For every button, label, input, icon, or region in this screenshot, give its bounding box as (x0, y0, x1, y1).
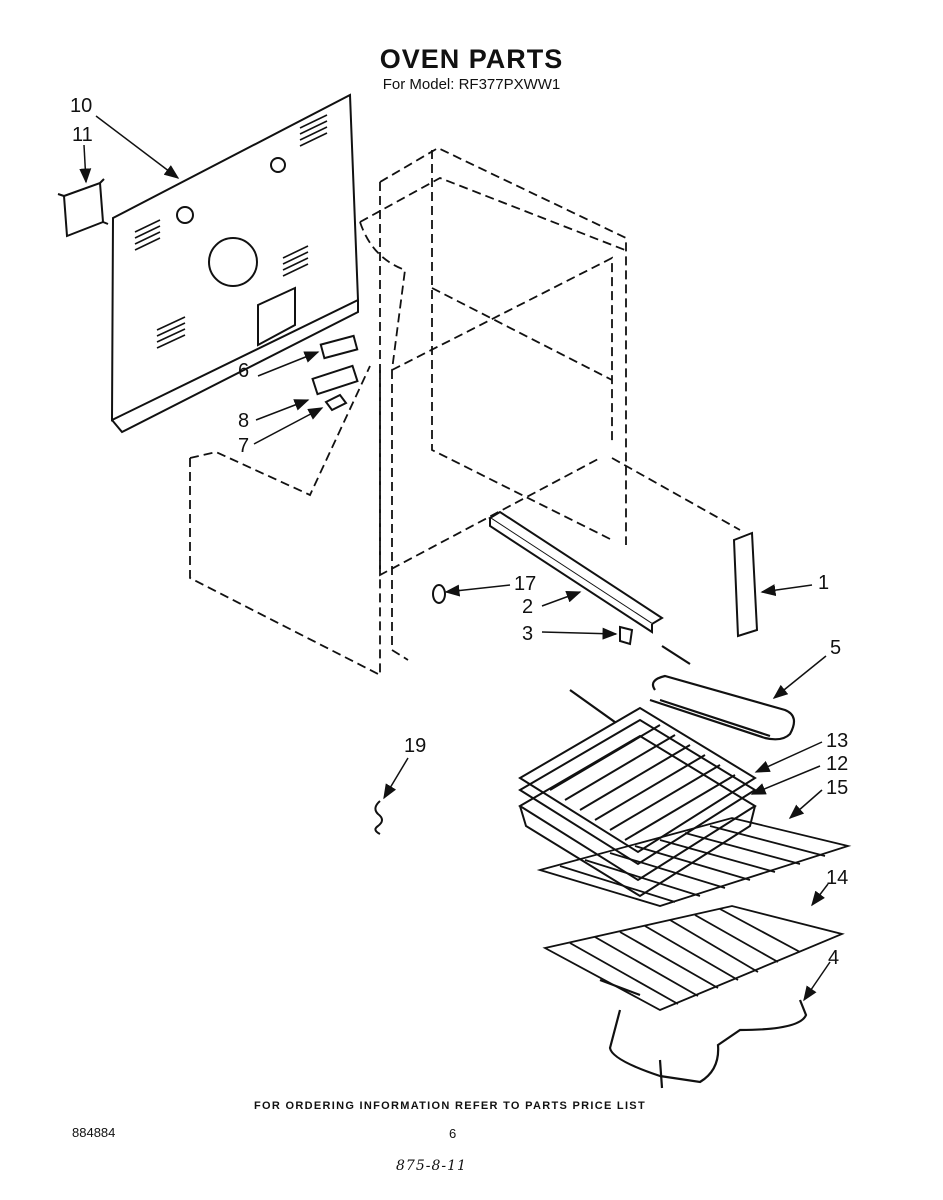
broil-element-part (599, 978, 808, 1089)
oven-rack-part (536, 817, 852, 907)
callout-13: 13 (826, 730, 848, 752)
leader-lines (79, 115, 831, 1002)
support-rail-part (488, 510, 664, 634)
ordering-note: FOR ORDERING INFORMATION REFER TO PARTS … (254, 1100, 646, 1112)
callout-8: 8 (238, 410, 249, 432)
back-panel-part (110, 93, 360, 434)
callout-17: 17 (514, 573, 536, 595)
callout-19: 19 (404, 735, 426, 757)
callout-4: 4 (828, 947, 839, 969)
bracket-part (619, 625, 634, 646)
document-number: 884884 (72, 1125, 116, 1140)
bake-element-part (569, 645, 796, 741)
broiler-grid-part (518, 706, 757, 866)
page-number: 6 (449, 1126, 457, 1141)
side-trim-part (732, 531, 759, 638)
callout-7: 7 (238, 435, 249, 457)
callout-11: 11 (72, 124, 93, 146)
model-subtitle: For Model: RF377PXWW1 (382, 76, 561, 93)
oven-rack-lower-part (542, 905, 845, 1011)
clip-part (374, 800, 383, 835)
oven-cavity-outline (189, 146, 741, 677)
callout-14: 14 (826, 867, 848, 889)
callout-12: 12 (826, 753, 848, 775)
callout-2: 2 (522, 596, 533, 618)
cover-plate-part (57, 178, 109, 238)
callout-3: 3 (522, 623, 533, 645)
terminal-block-part (311, 334, 359, 412)
callout-10: 10 (70, 95, 92, 117)
callout-5: 5 (830, 637, 841, 659)
page-title: OVEN PARTS (379, 44, 564, 74)
broiler-pan-part (518, 734, 757, 898)
callout-15: 15 (826, 777, 848, 799)
grommet-part (432, 584, 446, 604)
handwritten-note: 875-8-11 (396, 1158, 467, 1174)
callout-6: 6 (238, 360, 249, 382)
callout-1: 1 (818, 572, 829, 594)
